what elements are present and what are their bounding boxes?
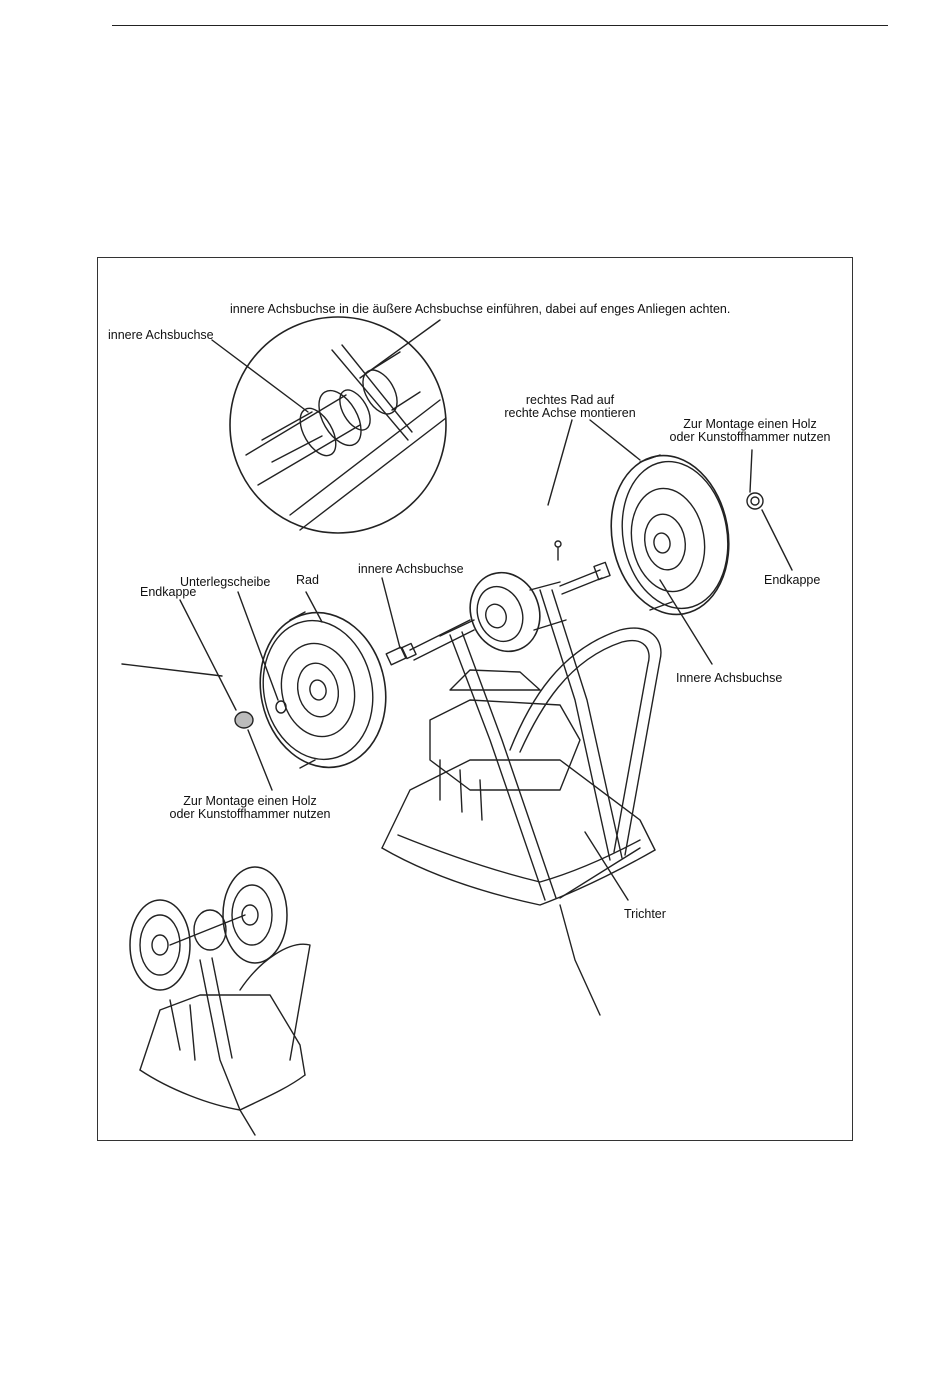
- label-hammer-right: Zur Montage einen Holz oder Kunstoffhamm…: [660, 418, 840, 444]
- right-wheel: [610, 454, 730, 616]
- left-axle: [385, 619, 475, 666]
- label-inner-bushing-right: Innere Achsbuchse: [676, 671, 783, 685]
- leader-wheel: [305, 591, 323, 623]
- label-wheel: Rad: [296, 573, 319, 587]
- label-hammer-left: Zur Montage einen Holz oder Kunstoffhamm…: [160, 795, 340, 821]
- label-right-wheel-line1: rechtes Rad auf: [525, 393, 615, 407]
- label-inner-bushing-detail: innere Achsbuchse: [108, 328, 214, 342]
- leader-end-cap-right: [761, 509, 793, 571]
- label-right-wheel-line2: rechte Achse montieren: [504, 406, 636, 420]
- gearbox: [439, 571, 567, 653]
- leader-right-wheel-b: [589, 419, 641, 461]
- label-right-wheel: rechtes Rad auf rechte Achse montieren: [480, 394, 660, 420]
- label-washer: Unterlegscheibe: [180, 575, 271, 589]
- label-end-cap-right: Endkappe: [764, 573, 821, 587]
- detail-magnifier: [229, 316, 447, 534]
- leader-right-wheel-a: [547, 419, 573, 506]
- leader-hopper: [584, 831, 629, 901]
- leader-hammer-right: [749, 449, 753, 493]
- figure-frame: [97, 257, 853, 1141]
- header-rule: [112, 25, 888, 26]
- leader-top-instruction: [359, 319, 441, 379]
- right-end-cap: [746, 492, 764, 510]
- label-hammer-right-line1: Zur Montage einen Holz: [683, 417, 817, 431]
- leader-hammer-left: [247, 729, 273, 791]
- leader-inner-bushing-center: [381, 577, 401, 649]
- label-top-instruction: innere Achsbuchse in die äußere Achsbuch…: [230, 302, 731, 316]
- label-hammer-left-line2: oder Kunstoffhammer nutzen: [169, 807, 331, 821]
- left-wheel: [259, 611, 387, 769]
- spreader-frame: [449, 589, 662, 901]
- leader-inner-bushing-right: [659, 579, 713, 665]
- hopper: [381, 669, 656, 906]
- label-hopper: Trichter: [624, 907, 666, 921]
- leader-washer: [237, 591, 279, 701]
- leader-inner-bushing-detail: [211, 339, 309, 413]
- right-axle: [554, 540, 611, 595]
- label-hammer-right-line2: oder Kunstoffhammer nutzen: [669, 430, 831, 444]
- left-washer: [275, 700, 287, 714]
- leader-end-cap-left: [179, 599, 237, 711]
- label-inner-bushing-center: innere Achsbuchse: [358, 562, 464, 576]
- control-cable: [559, 904, 601, 1016]
- label-end-cap-left: Endkappe: [140, 585, 197, 599]
- assembled-view: [129, 866, 311, 1136]
- pointer-line-left: [121, 663, 223, 677]
- left-end-cap: [234, 711, 254, 729]
- label-hammer-left-line1: Zur Montage einen Holz: [183, 794, 317, 808]
